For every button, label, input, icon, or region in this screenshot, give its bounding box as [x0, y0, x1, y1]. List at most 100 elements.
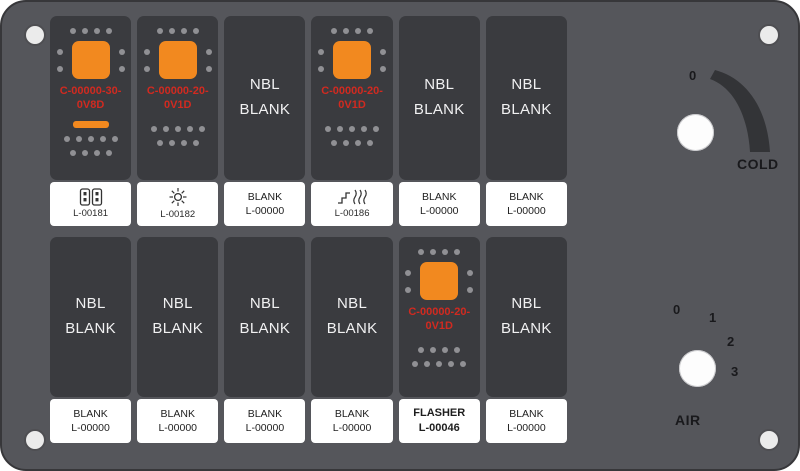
pin-dots-left — [56, 48, 63, 72]
label-line: L-00000 — [507, 422, 546, 434]
pin-dots-bottom — [331, 139, 374, 146]
blank-line: NBL — [424, 76, 455, 94]
blank-line: NBL — [511, 76, 542, 94]
code-line: C-00000-30- — [59, 85, 122, 97]
blank-slot[interactable]: NBL BLANK — [485, 16, 567, 180]
air-knob[interactable] — [679, 350, 716, 387]
pin-dots-bottom — [412, 360, 467, 367]
label-line: BLANK — [509, 190, 544, 203]
code-line: 0V1D — [163, 99, 192, 112]
blank-slot[interactable]: NBL BLANK — [311, 237, 393, 397]
blank-line: NBL — [337, 295, 368, 313]
pin-dots-left — [143, 48, 150, 72]
blank-slot[interactable]: NBL BLANK — [50, 237, 132, 397]
pin-dots-bottom — [69, 149, 112, 156]
pin-dots-bottom — [325, 125, 380, 132]
blank-line: NBL — [75, 295, 106, 313]
breaker-button[interactable] — [71, 41, 110, 79]
blank-line: BLANK — [326, 320, 378, 337]
switch-label: L-00186 — [311, 182, 393, 226]
air-dial-mark-3: 3 — [731, 364, 739, 379]
switch-column: C-00000-20- 0V1D L-00186 — [311, 16, 393, 226]
blank-line: BLANK — [239, 101, 291, 118]
label-line: L-00000 — [71, 422, 110, 434]
pin-dots-top — [156, 28, 199, 34]
switch-label: BLANK L-00000 — [224, 399, 306, 443]
air-dial-mark-1: 1 — [709, 310, 717, 325]
blank-slot[interactable]: NBL BLANK — [137, 237, 219, 397]
code-line: C-00000-20- — [146, 85, 209, 97]
breaker-slot[interactable]: C-00000-20- 0V1D — [311, 16, 393, 180]
code-line: 0V8D — [76, 99, 105, 112]
switch-column: C-00000-30- 0V8D L-00181 — [50, 16, 132, 226]
switch-column: NBL BLANK BLANK L-00000 — [485, 237, 567, 443]
switch-label: BLANK L-00000 — [485, 182, 567, 226]
blank-slot[interactable]: NBL BLANK — [224, 237, 306, 397]
blank-line: NBL — [249, 76, 280, 94]
pin-dots-bottom — [63, 135, 118, 142]
breaker-button[interactable] — [158, 41, 197, 79]
code-line: C-00000-20- — [321, 85, 383, 97]
label-line: L-00000 — [332, 422, 372, 434]
pin-dots-right — [205, 48, 212, 72]
label-line: FLASHER — [413, 407, 466, 420]
switch-center-row — [143, 41, 212, 79]
breaker-slot[interactable]: C-00000-20- 0V1D — [398, 237, 480, 397]
blank-slot[interactable]: NBL BLANK — [224, 16, 306, 180]
label-line: BLANK — [422, 190, 457, 203]
switch-column: NBL BLANK BLANK L-00000 — [485, 16, 567, 226]
blank-slot[interactable]: NBL BLANK — [398, 16, 480, 180]
switch-column: NBL BLANK BLANK L-00000 — [50, 237, 132, 443]
breaker-button[interactable] — [333, 41, 372, 79]
switch-column: NBL BLANK BLANK L-00000 — [398, 16, 480, 226]
blank-line: BLANK — [239, 320, 291, 337]
switch-column: C-00000-20- 0V1D FLASHER L-00046 — [398, 237, 480, 443]
switch-label: BLANK L-00000 — [398, 182, 480, 226]
label-line: BLANK — [160, 407, 195, 420]
label-line: L-00000 — [158, 422, 198, 434]
switch-label: L-00181 — [50, 182, 132, 226]
switch-label: BLANK L-00000 — [311, 399, 393, 443]
blank-line: BLANK — [152, 320, 204, 337]
label-line: BLANK — [247, 407, 283, 420]
switch-label: BLANK L-00000 — [485, 399, 567, 443]
pin-dots-bottom — [418, 346, 461, 353]
indicator-bar — [72, 120, 109, 128]
switch-column: NBL BLANK BLANK L-00000 — [137, 237, 219, 443]
blank-slot[interactable]: NBL BLANK — [485, 237, 567, 397]
switch-column: C-00000-20- 0V1D — [137, 16, 219, 226]
breaker-button[interactable] — [420, 262, 459, 300]
switch-center-row — [56, 41, 125, 79]
blank-line: NBL — [162, 295, 193, 313]
label-line: L-00000 — [245, 422, 285, 434]
pin-dots-left — [405, 269, 412, 293]
switch-column: NBL BLANK BLANK L-00000 — [311, 237, 393, 443]
screw-bottom-right — [758, 429, 780, 451]
air-control: 0 1 2 3 AIR — [657, 300, 787, 435]
cold-control: 0 COLD — [657, 64, 797, 176]
blank-line: BLANK — [501, 101, 552, 118]
label-line: L-00182 — [160, 208, 196, 220]
cold-knob[interactable] — [677, 114, 714, 151]
screw-top-left — [24, 24, 46, 46]
code-line: 0V1D — [425, 320, 453, 333]
switch-label: L-00182 — [137, 182, 219, 226]
breaker-slot[interactable]: C-00000-30- 0V8D — [50, 16, 132, 180]
circuit-code: C-00000-20- 0V1D — [147, 84, 209, 113]
air-dial-mark-0: 0 — [673, 302, 681, 317]
pin-dots-top — [418, 249, 461, 255]
label-line: BLANK — [334, 407, 370, 420]
cold-dial-arc — [710, 70, 770, 152]
sun-icon — [169, 187, 187, 206]
label-line: BLANK — [247, 190, 283, 203]
switch-label: BLANK L-00000 — [224, 182, 306, 226]
switch-label: FLASHER L-00046 — [398, 399, 480, 443]
label-line: L-00000 — [245, 205, 285, 217]
air-dial-mark-2: 2 — [727, 334, 735, 349]
label-line: L-00000 — [507, 205, 546, 217]
breaker-slot[interactable]: C-00000-20- 0V1D — [137, 16, 219, 180]
switch-center-row — [405, 262, 474, 300]
pin-dots-bottom — [156, 139, 199, 146]
switch-center-row — [318, 41, 387, 79]
